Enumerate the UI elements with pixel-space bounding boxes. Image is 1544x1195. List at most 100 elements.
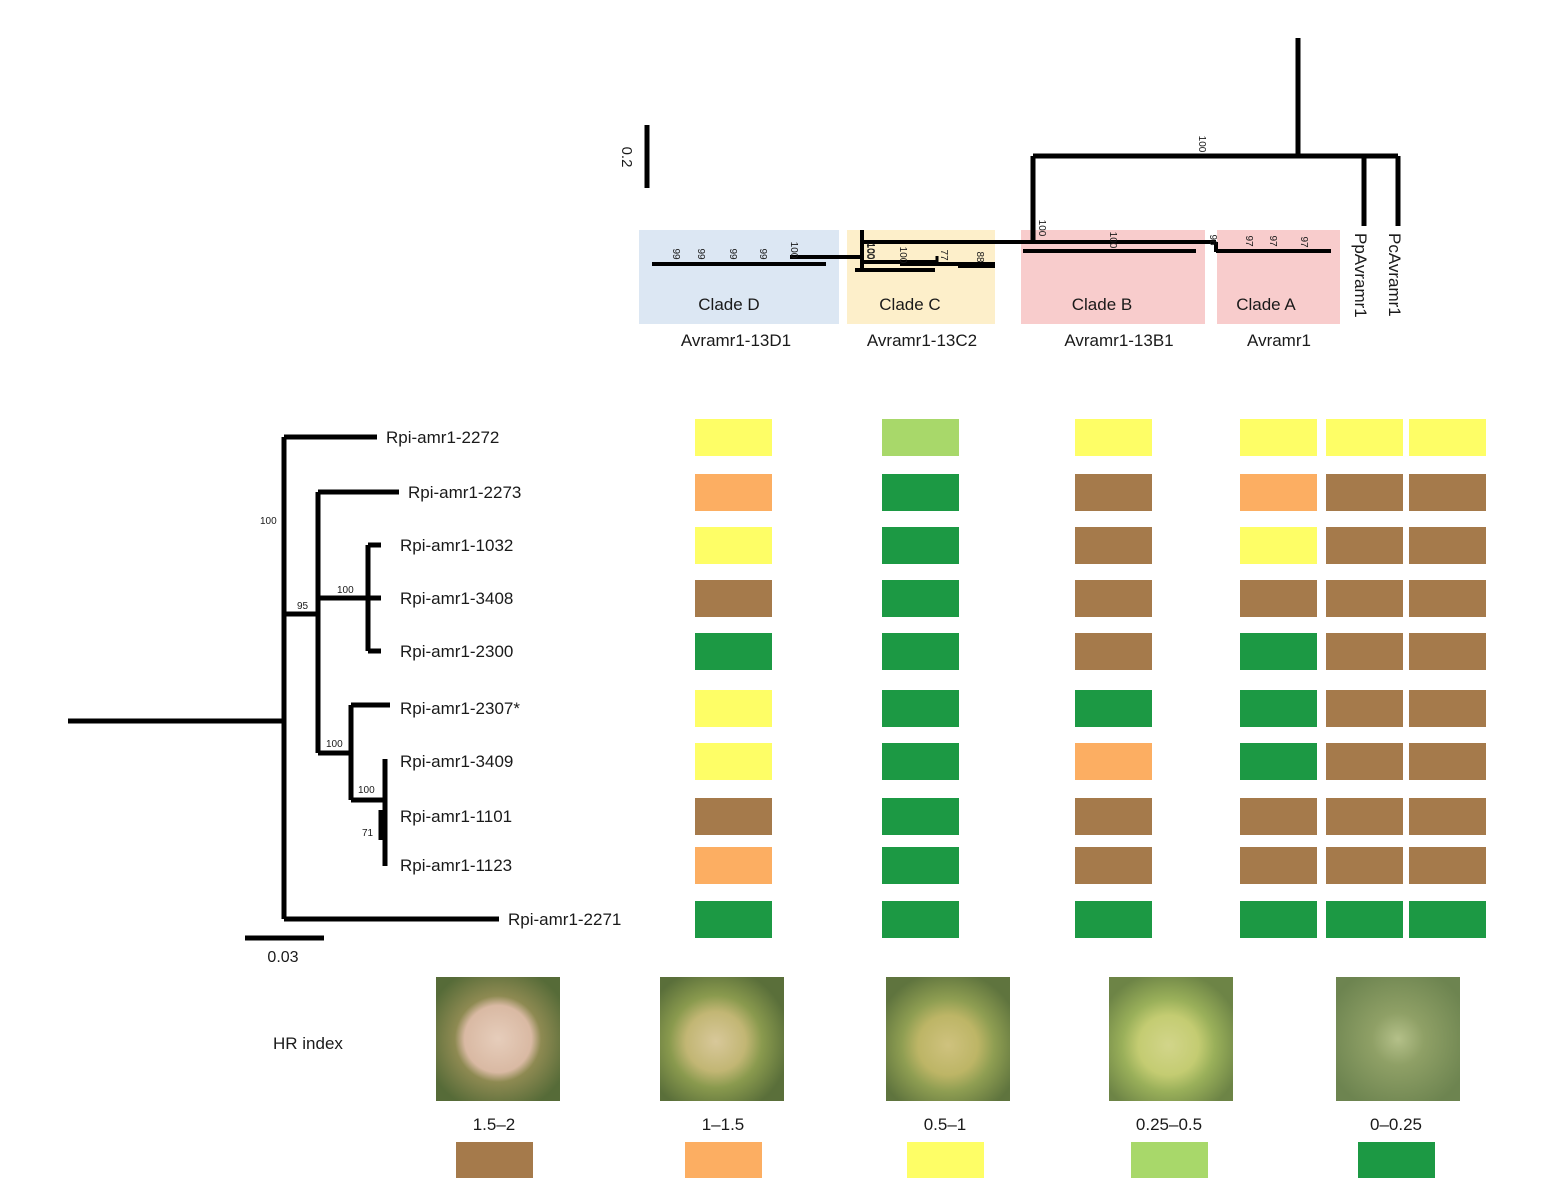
hr-cell (695, 527, 772, 564)
hr-cell (695, 743, 772, 780)
hr-cell (1240, 419, 1317, 456)
receptor-leaf-label: Rpi-amr1-1032 (400, 536, 513, 555)
hr-cell (1240, 847, 1317, 884)
hr-cell (1326, 847, 1403, 884)
hr-cell (1075, 474, 1152, 511)
effector-bootstrap-value: 100 (897, 247, 908, 264)
legend-range-label: 1–1.5 (702, 1115, 745, 1134)
effector-bootstrap-value: 100 (864, 243, 875, 260)
hr-cell (1075, 743, 1152, 780)
effector-bootstrap-value: 100 (1196, 136, 1207, 153)
hr-cell (695, 633, 772, 670)
hr-cell (1240, 901, 1317, 938)
clade-box (1217, 230, 1340, 324)
clade-name: Clade C (879, 295, 940, 314)
hr-cell (1326, 743, 1403, 780)
effector-bootstrap-value: 99 (727, 248, 738, 260)
hr-cell (882, 901, 959, 938)
hr-cell (1326, 690, 1403, 727)
hr-example-photo (660, 977, 784, 1101)
receptor-tree (68, 434, 499, 941)
clade-box (847, 230, 995, 324)
hr-cell (1075, 633, 1152, 670)
hr-cell (1075, 847, 1152, 884)
clade-boxes (639, 230, 1340, 324)
hr-cell (1075, 580, 1152, 617)
hr-example-photo (1109, 977, 1233, 1101)
hr-cell (1240, 633, 1317, 670)
clade-labels: Clade D Avramr1-13D1 Clade C Avramr1-13C2 Cl… (681, 295, 1311, 350)
legend-range-label: 0.5–1 (924, 1115, 967, 1134)
hr-cell (1240, 798, 1317, 835)
legend-range-label: 1.5–2 (473, 1115, 516, 1134)
hr-cell (1075, 527, 1152, 564)
clade-name: Clade D (698, 295, 759, 314)
hr-cell (1409, 743, 1486, 780)
hr-cell (695, 798, 772, 835)
hr-cell (1240, 474, 1317, 511)
receptor-bootstrap-value: 71 (362, 828, 374, 839)
hr-cell (1409, 419, 1486, 456)
hr-cell (882, 419, 959, 456)
receptor-leaf-label: Rpi-amr1-2272 (386, 428, 499, 447)
hr-cell (1240, 580, 1317, 617)
hr-cell (882, 474, 959, 511)
effector-bootstrap-value: 100 (788, 242, 799, 259)
hr-cell (1326, 580, 1403, 617)
hr-cell (1240, 743, 1317, 780)
hr-cell (1409, 474, 1486, 511)
receptor-leaf-label: Rpi-amr1-2300 (400, 642, 513, 661)
legend-swatch (1131, 1142, 1208, 1178)
effector-bootstrap-value: 100 (865, 243, 876, 260)
legend-range-label: 0.25–0.5 (1136, 1115, 1202, 1134)
hr-cell (882, 847, 959, 884)
hr-cell (1240, 690, 1317, 727)
receptor-leaf-label: Rpi-amr1-2307* (400, 699, 520, 718)
clade-box (1021, 230, 1205, 324)
hr-cell (882, 798, 959, 835)
effector-label: Avramr1-13D1 (681, 331, 791, 350)
receptor-bootstrap-value: 100 (337, 585, 354, 596)
hr-cell (1240, 527, 1317, 564)
hr-cell (1326, 633, 1403, 670)
receptor-leaf-label: Rpi-amr1-3408 (400, 589, 513, 608)
hr-cell (695, 847, 772, 884)
hr-cell (1409, 798, 1486, 835)
effector-tree (644, 38, 1401, 272)
effector-bootstrap-value: 99 (757, 248, 768, 260)
hr-cell (695, 690, 772, 727)
hr-cell (1075, 901, 1152, 938)
hr-cell (882, 527, 959, 564)
effector-label: Avramr1-13B1 (1064, 331, 1173, 350)
effector-bootstrap-value: 100 (1107, 232, 1118, 249)
effector-bootstrap-value: 77 (938, 249, 949, 261)
receptor-leaf-label: Rpi-amr1-2273 (408, 483, 521, 502)
receptor-leaf-label: Rpi-amr1-2271 (508, 910, 621, 929)
legend-title: HR index (273, 1034, 343, 1053)
hr-cell (695, 474, 772, 511)
receptor-leaf-labels: Rpi-amr1-2272Rpi-amr1-2273Rpi-amr1-1032R… (386, 428, 621, 929)
hr-cell (882, 580, 959, 617)
effector-bootstrap-value: 88 (974, 251, 985, 263)
hr-cell (1409, 633, 1486, 670)
effector-bootstrap-value: 97 (1243, 235, 1254, 247)
receptor-leaf-label: Rpi-amr1-1123 (400, 856, 512, 875)
clade-name: Clade A (1236, 295, 1296, 314)
effector-leaf-label: PcAvramr1 (1385, 233, 1404, 317)
hr-cell (1326, 474, 1403, 511)
hr-cell (882, 743, 959, 780)
hr-cell (1326, 419, 1403, 456)
clade-box (639, 230, 839, 324)
hr-cell (695, 901, 772, 938)
scale-label-left: 0.03 (267, 949, 298, 966)
effector-label: Avramr1-13C2 (867, 331, 977, 350)
scale-label-top: 0.2 (618, 147, 635, 168)
hr-heatmap (695, 419, 1486, 938)
hr-cell (1409, 580, 1486, 617)
effector-bootstrap-value: 96 (1207, 234, 1218, 246)
legend-swatch (1358, 1142, 1435, 1178)
effector-label: Avramr1 (1247, 331, 1311, 350)
hr-example-photo (1336, 977, 1460, 1101)
